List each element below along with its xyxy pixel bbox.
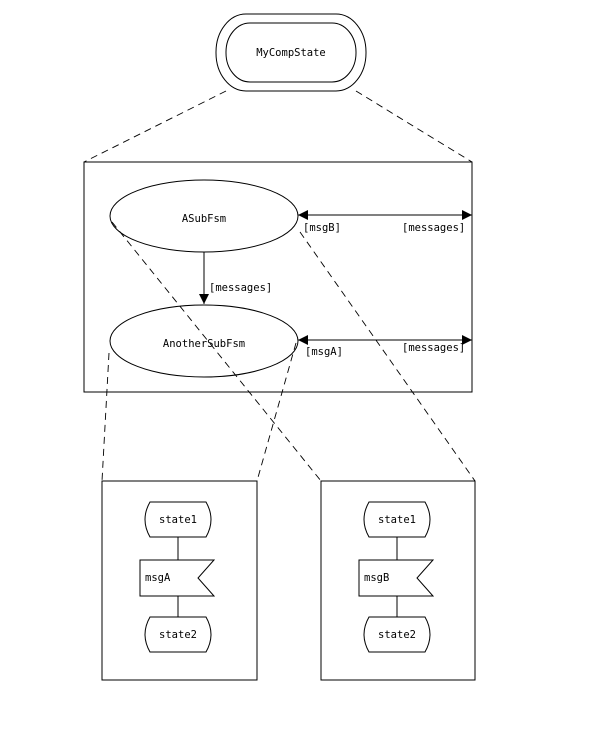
internal-transition[interactable]: [messages] [199, 252, 272, 304]
port-label-msgb: [msgB] [303, 222, 341, 234]
message-label-msgb: msgB [364, 572, 389, 584]
sub-fsm-label-asubfsm: ASubFsm [182, 213, 226, 225]
message-node-msga[interactable]: msgA [139, 559, 216, 597]
external-connector-anothersubfsm[interactable]: [msgA] [messages] [298, 335, 472, 358]
state-label-state1-b: state1 [378, 514, 416, 526]
sub-fsm-node-asubfsm[interactable]: ASubFsm [109, 179, 299, 253]
state-node-state1-a[interactable]: state1 [144, 501, 212, 538]
internal-transition-label: [messages] [209, 282, 272, 294]
zoom-lines-subfsms [101, 221, 476, 482]
state-label-state2-a: state2 [159, 629, 197, 641]
state-node-state1-b[interactable]: state1 [363, 501, 431, 538]
zoom-lines-composite [83, 90, 473, 163]
composite-state-outer-border [215, 13, 367, 92]
sub-fsm-node-anothersubfsm[interactable]: AnotherSubFsm [109, 304, 299, 378]
composite-state-node[interactable]: MyCompState [215, 13, 367, 92]
detail-panel-b: state1 msgB state2 [320, 480, 476, 681]
composite-state-inner-border [225, 22, 357, 83]
port-label-msga: [msgA] [305, 346, 343, 358]
state-label-state1-a: state1 [159, 514, 197, 526]
message-node-msgb[interactable]: msgB [358, 559, 435, 597]
state-node-state2-a[interactable]: state2 [144, 616, 212, 653]
external-label-messages-1: [messages] [402, 222, 465, 234]
external-connector-asubfsm[interactable]: [msgB] [messages] [298, 210, 472, 234]
sub-fsm-label-anothersubfsm: AnotherSubFsm [163, 338, 245, 350]
state-label-state2-b: state2 [378, 629, 416, 641]
message-label-msga: msgA [145, 572, 171, 584]
composite-expansion-box [83, 161, 473, 393]
composite-state-label: MyCompState [256, 47, 326, 59]
state-node-state2-b[interactable]: state2 [363, 616, 431, 653]
external-label-messages-2: [messages] [402, 342, 465, 354]
detail-panel-a: state1 msgA state2 [101, 480, 258, 681]
